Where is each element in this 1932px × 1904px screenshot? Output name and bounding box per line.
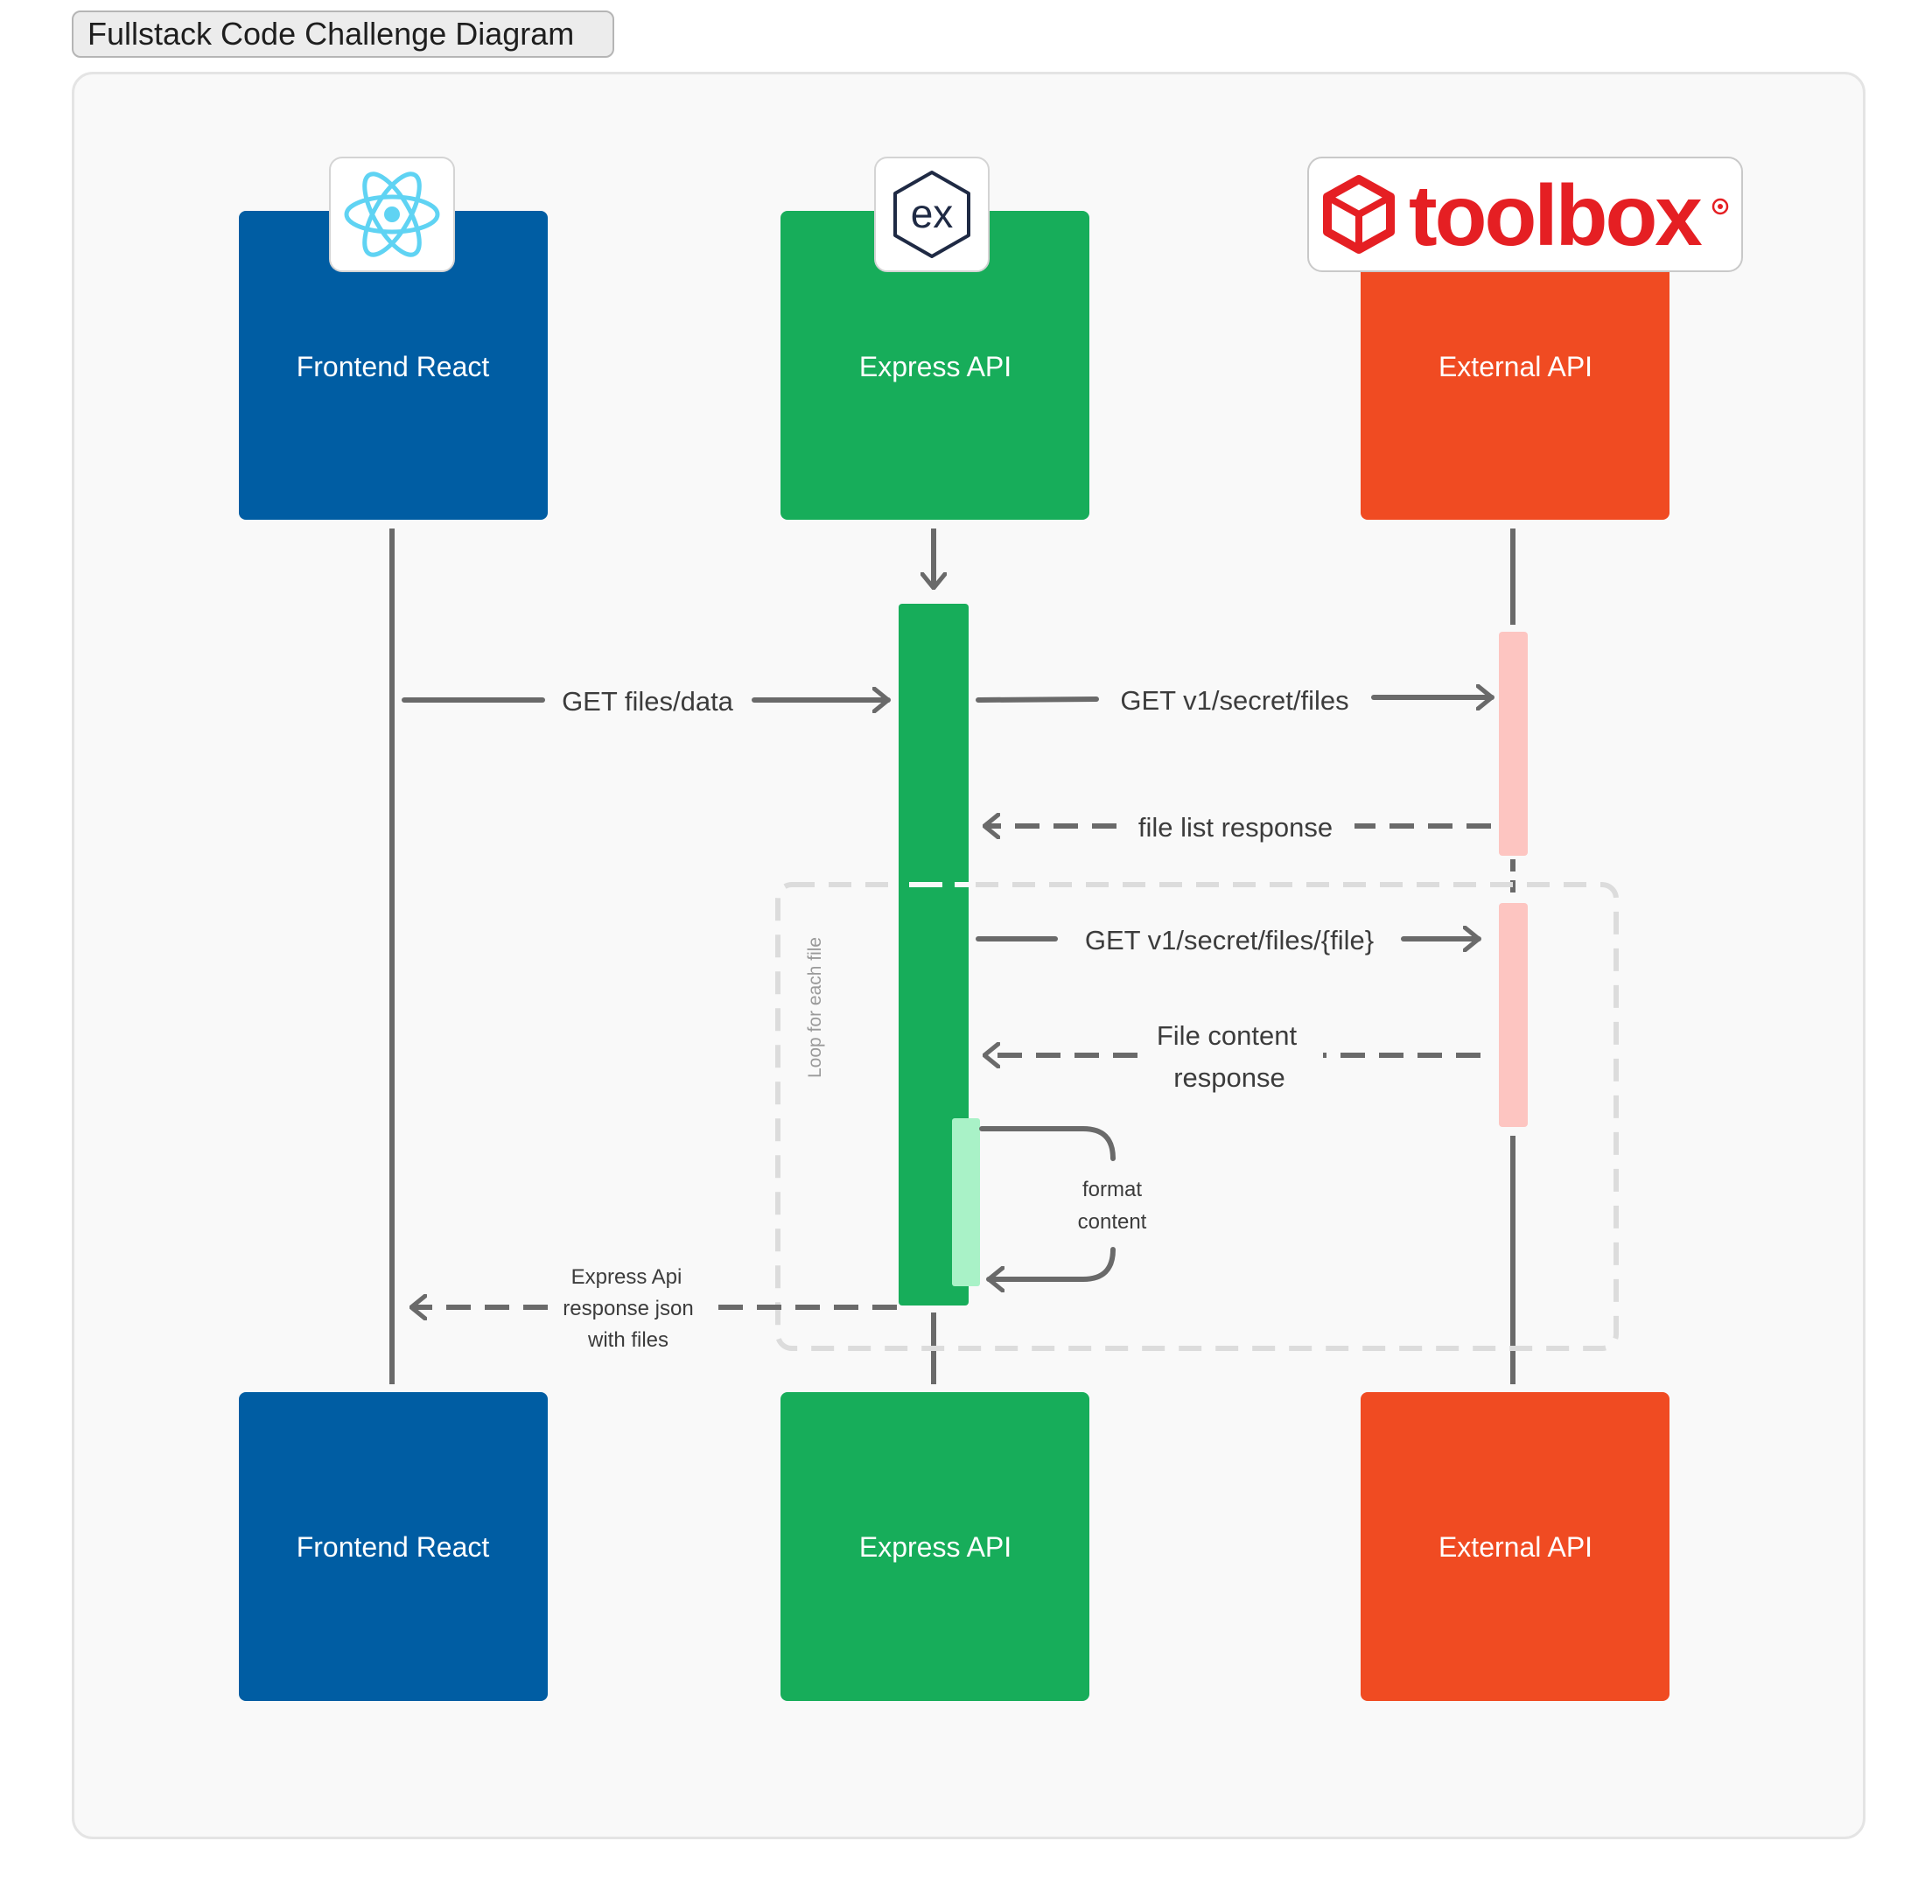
express-logo-icon: ex [874,157,990,272]
file-content-response-label-2: response [1173,1062,1285,1093]
express-label-top: Express API [859,351,1012,382]
express-self-activation [952,1118,980,1286]
format-content-self-arrow [979,1126,1116,1161]
format-content-label-2: content [1078,1210,1147,1234]
frontend-label-bottom: Frontend React [297,1531,490,1563]
get-secret-files-label: GET v1/secret/files [1120,685,1348,716]
frontend-label-top: Frontend React [297,351,490,382]
express-label-bottom: Express API [859,1531,1012,1563]
express-response-label-1: Express Api [571,1265,682,1289]
format-content-self-arrow-return [986,1247,1116,1279]
frontend-box-top [239,211,548,520]
external-label-bottom: External API [1438,1531,1592,1563]
loop-frame [775,882,1619,1351]
diagram-title: Fullstack Code Challenge Diagram [72,10,614,58]
file-content-response-label-1: File content [1157,1020,1298,1051]
express-response-label-2: response json [563,1297,693,1320]
file-list-response-label: file list response [1138,812,1333,843]
toolbox-logo-text: toolbox [1409,167,1702,263]
get-files-data-label: GET files/data [562,686,734,717]
format-content-label-1: format [1082,1178,1142,1201]
loop-label: Loop for each file [805,937,825,1078]
express-logo-text: ex [911,191,954,236]
react-logo-icon [329,157,455,272]
frontend-box-bottom [239,1392,548,1701]
express-response-label-3: with files [587,1328,668,1352]
get-secret-file-label: GET v1/secret/files/{file} [1085,925,1374,956]
express-box-bottom [780,1392,1089,1701]
get-secret-files-line-a [976,696,1099,703]
external-box-bottom [1361,1392,1670,1701]
express-box-top [780,211,1089,520]
external-box-top [1361,211,1670,520]
express-activation-bar [899,604,969,1306]
external-activation-bar-1 [1499,632,1528,856]
external-label-top: External API [1438,351,1592,382]
external-activation-bar-2 [1499,903,1528,1127]
toolbox-logo-icon: toolbox [1307,157,1743,272]
